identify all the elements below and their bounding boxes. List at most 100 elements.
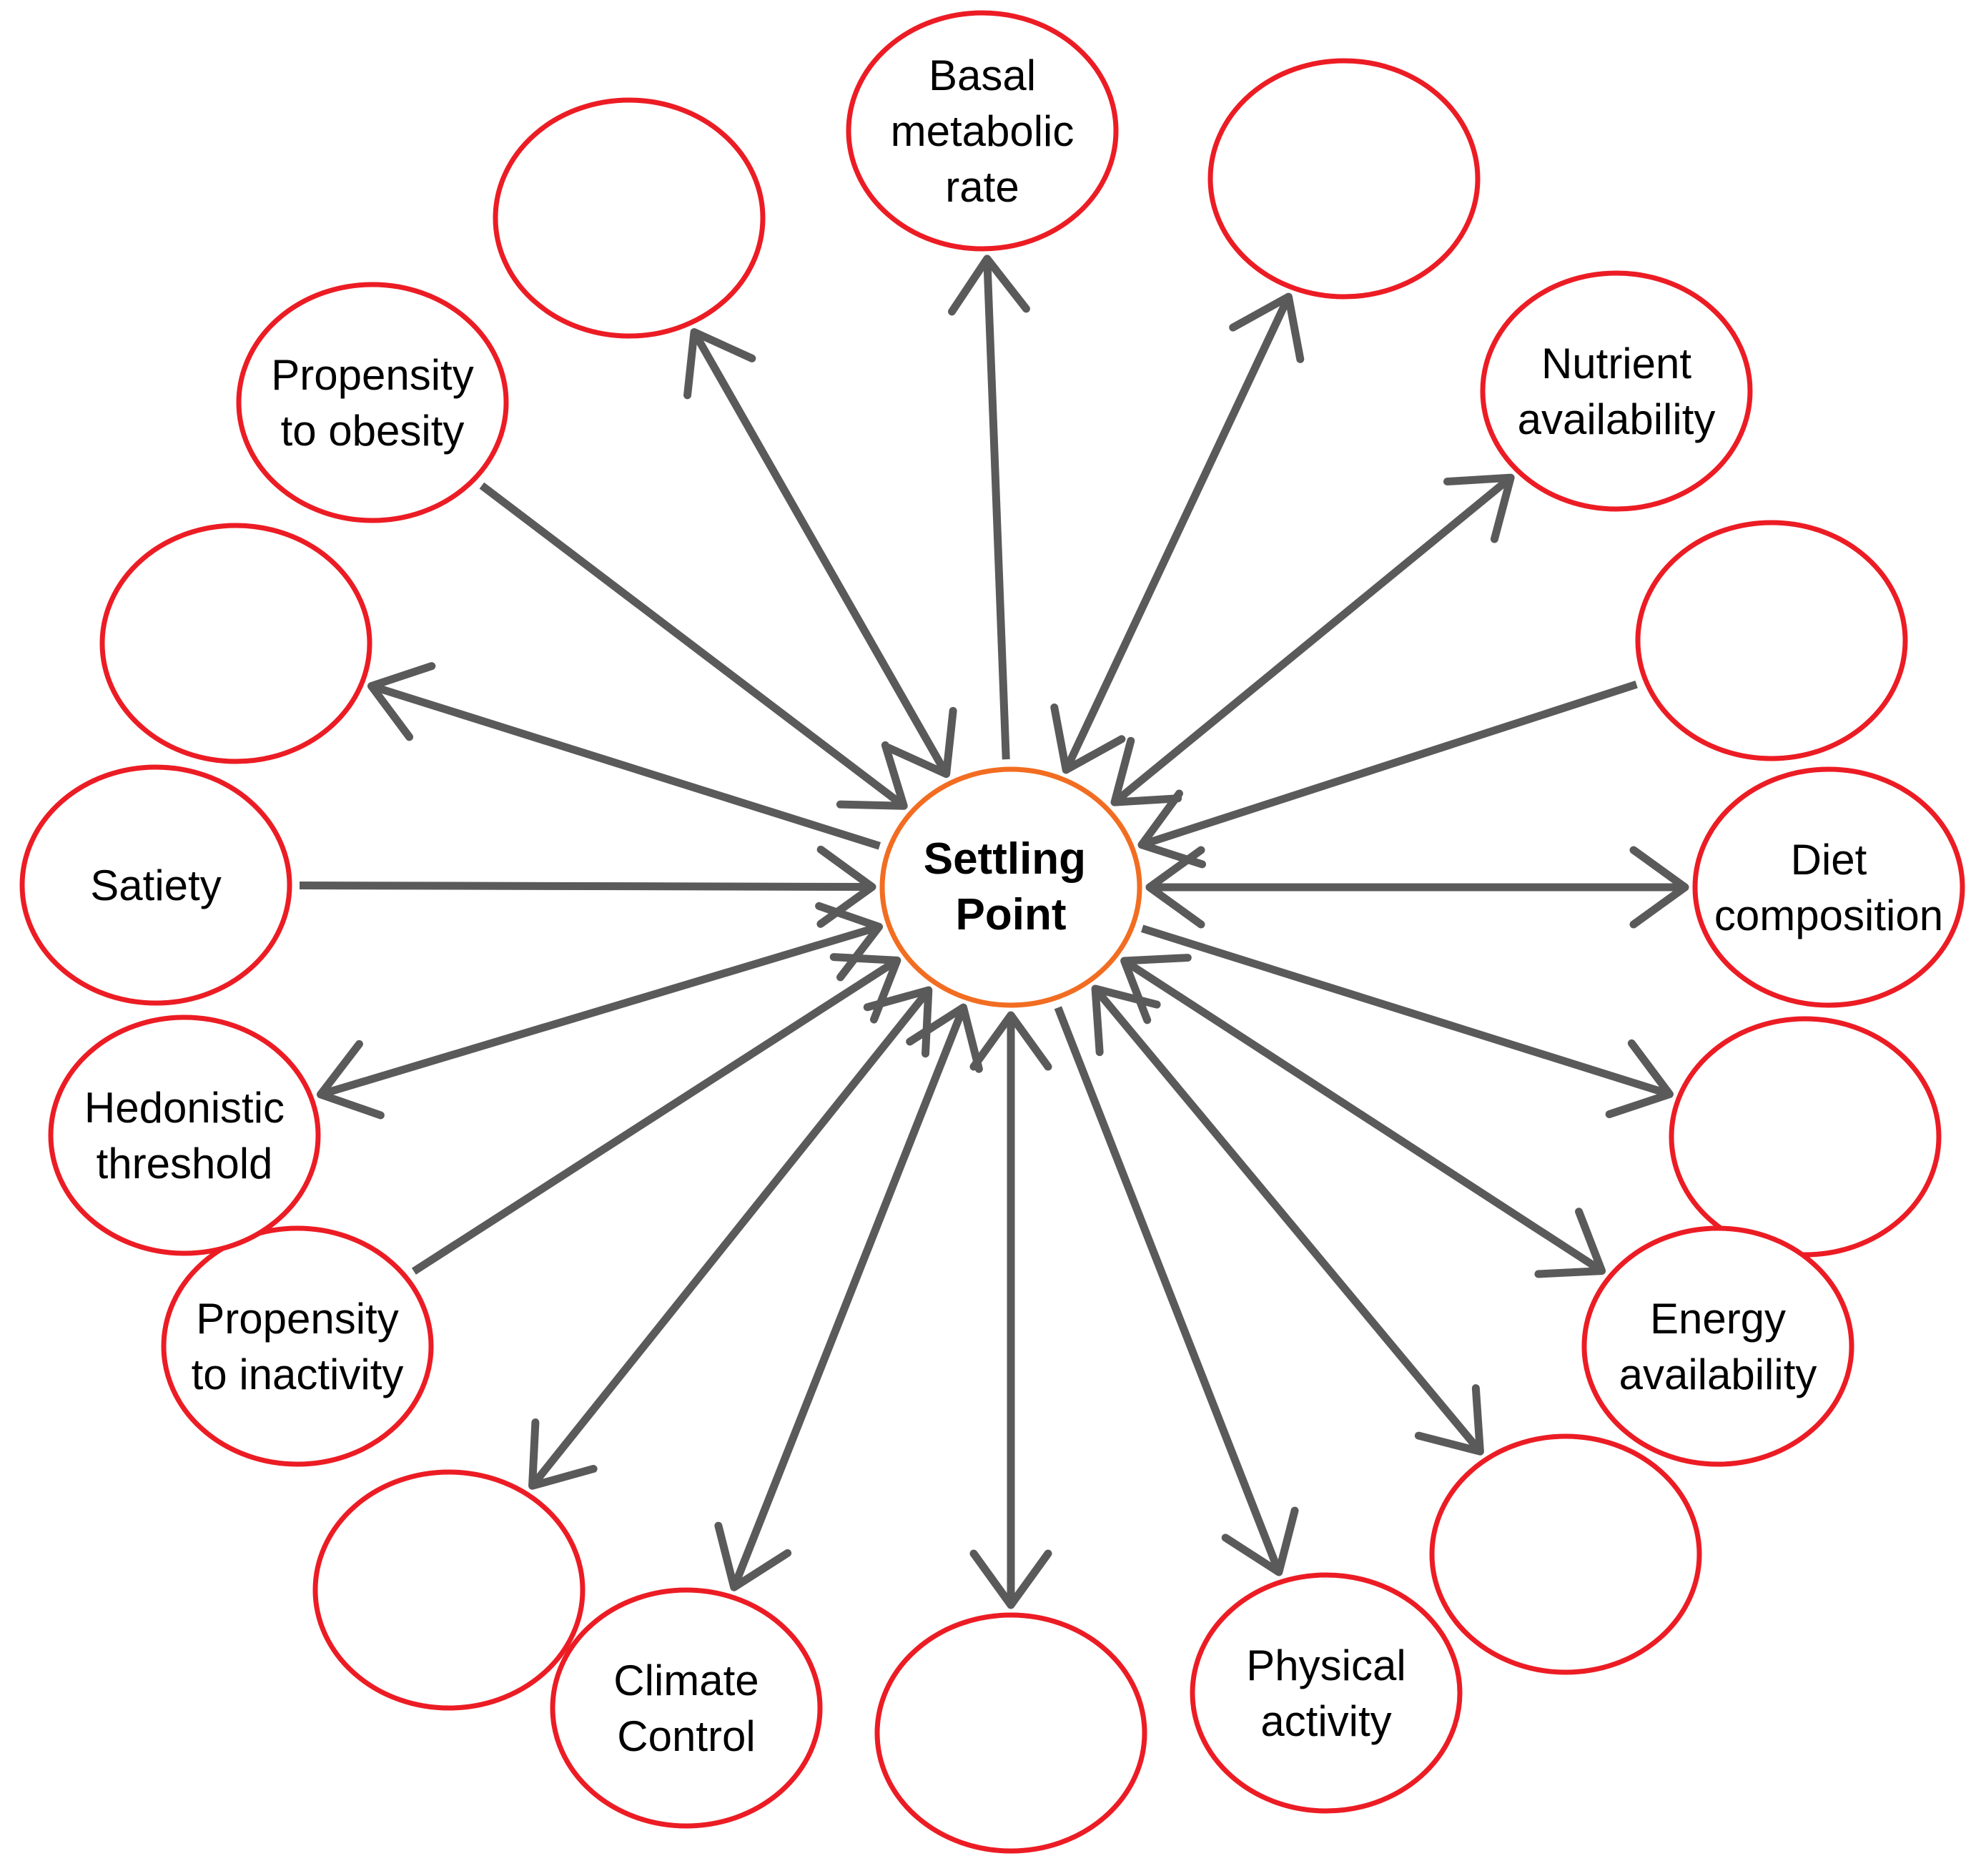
edges-layer (299, 255, 1689, 1609)
node-label-line-diet-composition-2: composition (1714, 892, 1943, 939)
node-ellipse-satiety (19, 764, 292, 1006)
arrowhead-to-node-blank-top-left (683, 328, 756, 400)
edge-line-blank-bottom-left (529, 987, 932, 1489)
node-label-line-physical-activity-1: Physical (1246, 1642, 1406, 1689)
node-label-line-satiety-1: Satiety (90, 862, 221, 909)
edge-line-blank-right-upper (1140, 680, 1638, 849)
node-label-satiety: Satiety (90, 862, 221, 909)
node-propensity-to-inactivity: Propensity to inactivity (161, 1225, 434, 1467)
arrowhead-to-node-blank-bottom-right (1414, 1384, 1484, 1456)
node-label-line-hedonistic-threshold-2: threshold (97, 1140, 273, 1188)
node-blank-left-upper (99, 523, 372, 764)
node-label-line-nutrient-availability-1: Nutrient (1541, 340, 1691, 387)
edge-line-physical-activity (1054, 1006, 1283, 1574)
arrowhead-to-node-blank-bottom (969, 1549, 1052, 1609)
node-label-line-climate-control-2: Control (617, 1712, 755, 1760)
node-label-line-diet-composition-1: Diet (1791, 836, 1867, 884)
edge-satiety (299, 845, 876, 928)
node-ellipse-blank-right-upper (1635, 520, 1908, 761)
edge-line-blank-left-upper (370, 682, 881, 850)
node-label-diet-composition: Diet composition (1714, 836, 1943, 939)
node-label-nutrient-availability: Nutrient availability (1518, 340, 1716, 443)
node-label-propensity-to-inactivity: Propensity to inactivity (192, 1295, 404, 1398)
arrowhead-to-node-physical-activity (1221, 1506, 1299, 1576)
node-nutrient-availability: Nutrient availability (1480, 270, 1753, 512)
node-ellipse-nutrient-availability (1480, 270, 1753, 512)
edge-blank-left-upper (367, 662, 881, 850)
arrowhead-to-center-blank-bottom-left (863, 986, 933, 1058)
node-diet-composition: Diet composition (1692, 766, 1965, 1008)
node-blank-right-lower (1669, 1016, 1942, 1258)
arrowhead-to-node-blank-right-lower (1605, 1039, 1674, 1118)
edge-blank-right-upper (1137, 680, 1638, 869)
edge-line-basal-metabolic-rate (983, 258, 1010, 760)
arrowhead-to-node-basal-metabolic-rate (948, 255, 1030, 316)
edge-basal-metabolic-rate (948, 255, 1030, 760)
node-blank-top-left (493, 97, 766, 339)
node-ellipse-hedonistic-threshold (48, 1014, 321, 1256)
edge-line-blank-right-lower (1140, 924, 1671, 1098)
arrowhead-to-center-blank-bottom (969, 1011, 1052, 1071)
node-ellipse-propensity-to-inactivity (161, 1225, 434, 1467)
edge-nutrient-availability (1110, 473, 1515, 806)
node-ellipse-blank-bottom-right (1429, 1433, 1702, 1675)
edge-blank-bottom-right (1091, 984, 1484, 1456)
node-label-line-climate-control-1: Climate (613, 1657, 759, 1704)
node-label-propensity-to-obesity: Propensity to obesity (271, 351, 473, 455)
arrowhead-to-center-blank-bottom-right (1091, 984, 1161, 1057)
node-label-line-propensity-to-obesity-1: Propensity (271, 351, 473, 399)
node-label-line-propensity-to-obesity-2: to obesity (281, 407, 465, 455)
node-blank-bottom (874, 1612, 1147, 1854)
edge-physical-activity (1054, 1006, 1299, 1576)
edge-line-satiety (299, 882, 873, 892)
edge-blank-top-right (1050, 292, 1305, 774)
node-ellipse-climate-control (550, 1587, 823, 1829)
arrowhead-to-node-hedonistic-threshold (316, 1040, 385, 1120)
edge-line-energy-availability (1122, 957, 1604, 1275)
edge-line-propensity-to-obesity (479, 482, 906, 809)
node-ellipse-blank-right-lower (1669, 1016, 1942, 1258)
center-label: Settling Point (924, 834, 1099, 939)
edge-blank-bottom (969, 1011, 1052, 1609)
center-label-line-1: Settling (924, 834, 1086, 884)
node-propensity-to-obesity: Propensity to obesity (236, 282, 509, 523)
node-label-line-propensity-to-inactivity-2: to inactivity (192, 1351, 404, 1398)
arrowhead-to-node-climate-control (714, 1521, 792, 1591)
node-ellipse-blank-top-left (493, 97, 766, 339)
edge-blank-top-left (683, 328, 957, 779)
node-label-line-nutrient-availability-2: availability (1518, 395, 1716, 443)
arrowhead-to-center-satiety (816, 845, 876, 928)
arrowhead-to-node-blank-left-upper (367, 662, 436, 741)
edge-line-blank-top-left (691, 330, 950, 776)
node-ellipse-blank-top-right (1207, 58, 1481, 300)
node-blank-bottom-left (312, 1469, 586, 1711)
arrowhead-to-center-blank-right-upper (1137, 789, 1207, 869)
edge-propensity-to-obesity (479, 482, 908, 810)
node-label-line-basal-metabolic-rate-3: rate (945, 163, 1019, 211)
node-ellipse-blank-left-upper (99, 523, 372, 764)
edge-line-propensity-to-inactivity (411, 957, 899, 1275)
center-ellipse (879, 766, 1142, 1008)
node-label-line-propensity-to-inactivity-1: Propensity (196, 1295, 398, 1343)
node-ellipse-basal-metabolic-rate (846, 10, 1119, 252)
edge-hedonistic-threshold (316, 902, 884, 1120)
arrowhead-to-node-energy-availability (1534, 1208, 1606, 1278)
node-satiety: Satiety (19, 764, 292, 1006)
edge-line-nutrient-availability (1112, 474, 1513, 806)
edge-blank-bottom-left (528, 986, 933, 1490)
center-node: Settling Point (879, 766, 1142, 1008)
node-blank-bottom-right (1429, 1433, 1702, 1675)
node-ellipse-physical-activity (1190, 1572, 1463, 1814)
edge-line-blank-top-right (1062, 295, 1293, 772)
node-ellipse-diet-composition (1692, 766, 1965, 1008)
node-blank-right-upper (1635, 520, 1908, 761)
